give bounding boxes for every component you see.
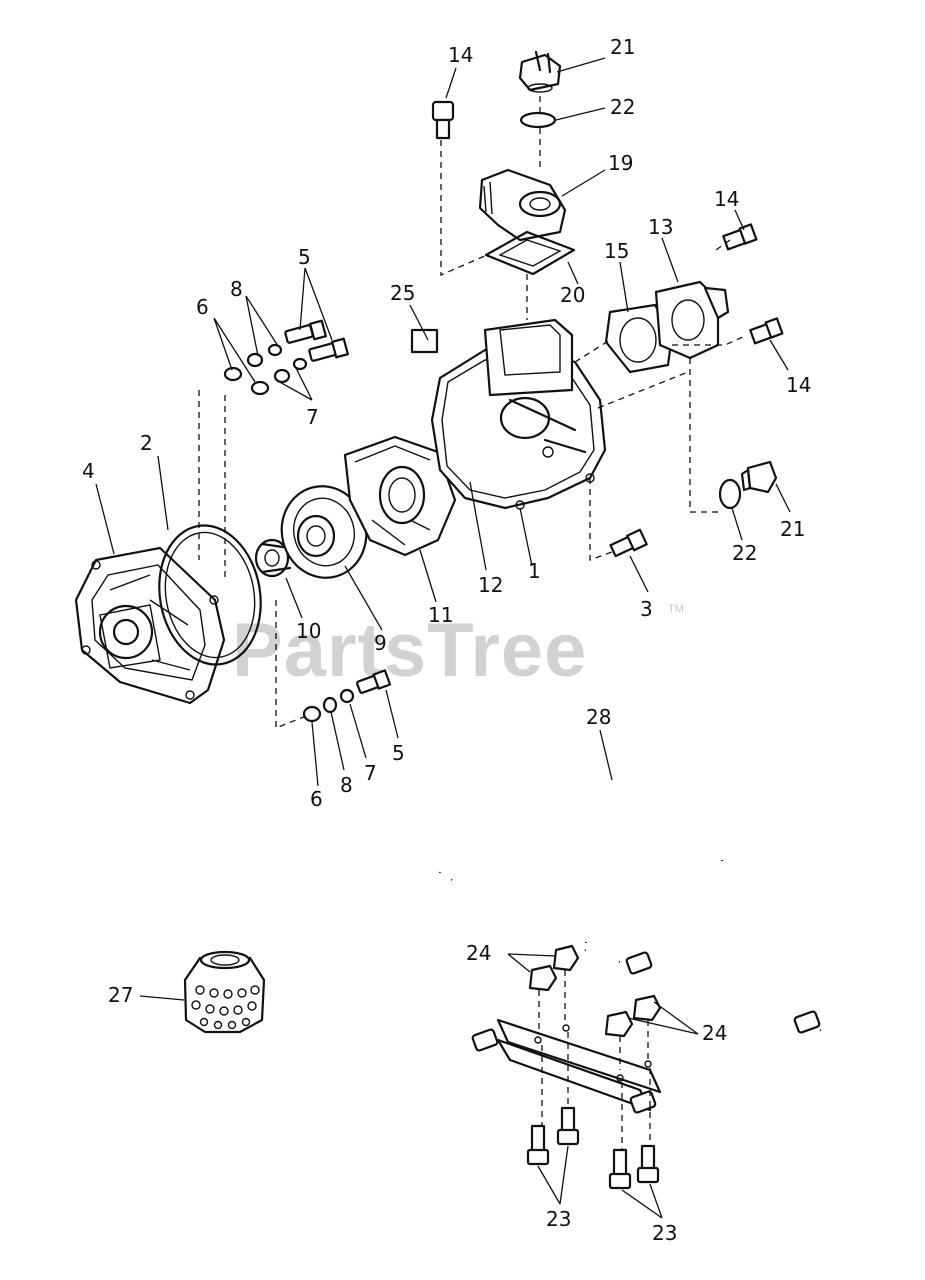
callout-2: 2 [140, 431, 153, 455]
callout-25: 25 [390, 281, 415, 305]
part-14-bolt-right-upper [722, 223, 758, 251]
part-10-seal [254, 538, 292, 578]
callout-14-top: 14 [448, 43, 473, 67]
callout-4: 4 [82, 459, 95, 483]
callout-13: 13 [648, 215, 673, 239]
watermark: PartsTree TM [232, 603, 684, 693]
part-21-plug-right [740, 460, 778, 494]
part-1-pump-casing [430, 318, 607, 510]
callout-7-upper: 7 [306, 405, 319, 429]
part-22-oring-right [718, 478, 742, 510]
part-23-bolts [526, 1106, 660, 1190]
part-14-bolt-right-lower [749, 317, 784, 345]
part-4-pump-cover [74, 546, 226, 705]
callout-6-upper: 6 [196, 295, 209, 319]
callout-5-upper: 5 [298, 245, 311, 269]
callout-7-lower: 7 [364, 761, 377, 785]
part-2-gasket [158, 524, 262, 666]
callout-14-right-upper: 14 [714, 187, 739, 211]
callout-9: 9 [374, 631, 387, 655]
callout-23-right: 23 [652, 1221, 677, 1245]
callouts: 14 21 22 19 14 13 20 15 25 5 8 6 7 14 2 … [82, 35, 811, 1245]
callout-8-lower: 8 [340, 773, 353, 797]
assembly-lines [198, 96, 746, 1150]
upper-fasteners [223, 319, 349, 396]
part-20-gasket [484, 230, 576, 276]
callout-11: 11 [428, 603, 453, 627]
part-13-flange [654, 280, 730, 360]
part-14-bolt-top [431, 100, 455, 140]
callout-8-upper: 8 [230, 277, 243, 301]
callout-1: 1 [528, 559, 541, 583]
callout-22-right: 22 [732, 541, 757, 565]
part-3-bolt [609, 528, 648, 558]
watermark-trademark: TM [668, 603, 684, 615]
watermark-text: PartsTree [232, 608, 587, 693]
lower-fasteners [302, 669, 392, 723]
callout-24-left: 24 [466, 941, 491, 965]
callout-15: 15 [604, 239, 629, 263]
leader-lines [95, 57, 791, 1219]
callout-23-left: 23 [546, 1207, 571, 1231]
part-27-strainer [183, 950, 266, 1034]
part-28-frame [434, 738, 884, 1135]
callout-6-lower: 6 [310, 787, 323, 811]
part-24-nuts [528, 944, 662, 1038]
part-11-volute-casing [343, 435, 457, 557]
callout-5-lower: 5 [392, 741, 405, 765]
callout-19: 19 [608, 151, 633, 175]
part-19-elbow [478, 168, 567, 242]
callout-3: 3 [640, 597, 653, 621]
callout-22-top: 22 [610, 95, 635, 119]
part-22-oring-top [519, 111, 557, 129]
callout-10: 10 [296, 619, 321, 643]
callout-12: 12 [478, 573, 503, 597]
part-21-plug-top [518, 50, 562, 93]
callout-28: 28 [586, 705, 611, 729]
part-25-label [410, 328, 439, 354]
part-9-impeller [280, 485, 368, 579]
callout-24-right: 24 [702, 1021, 727, 1045]
callout-21-top: 21 [610, 35, 635, 59]
callout-21-right: 21 [780, 517, 805, 541]
callout-27: 27 [108, 983, 133, 1007]
callout-20: 20 [560, 283, 585, 307]
callout-14-right-lower: 14 [786, 373, 811, 397]
